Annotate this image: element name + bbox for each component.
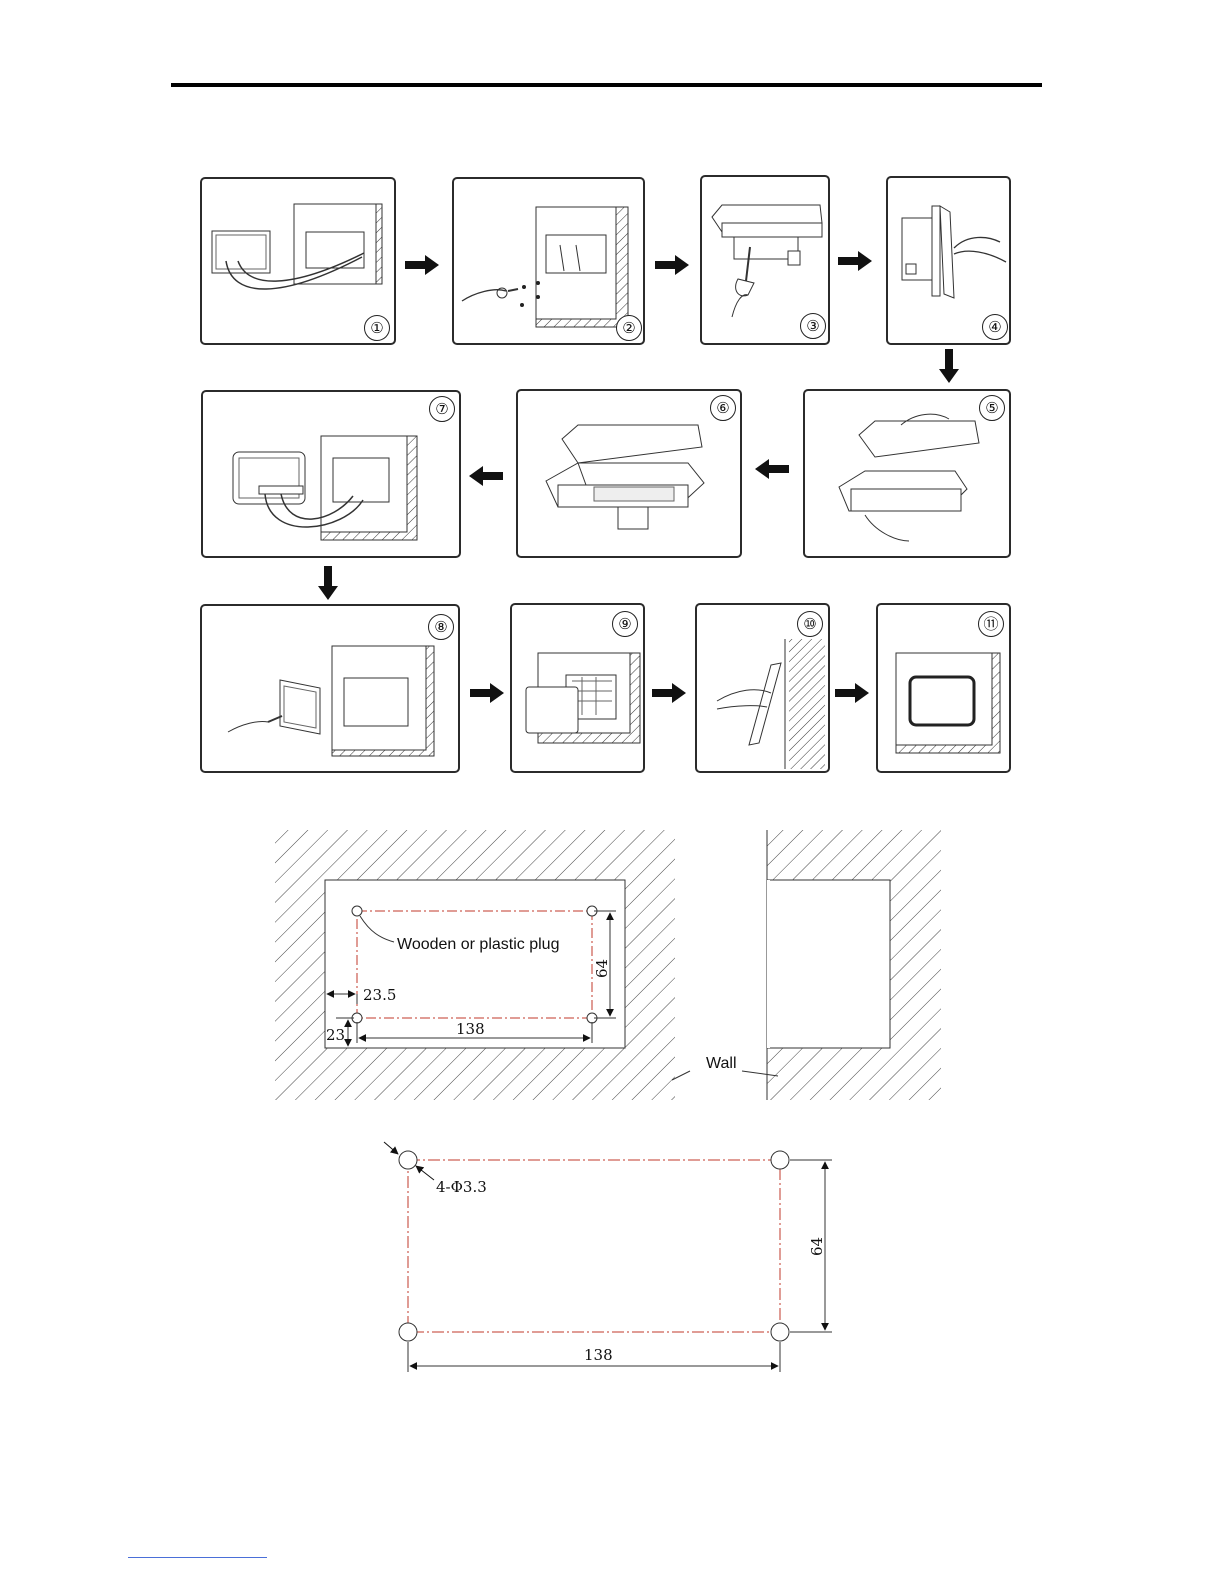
wall-label: Wall: [706, 1055, 737, 1072]
hole-spec-label: 4-Φ3.3: [436, 1178, 487, 1196]
step-5-panel: ⑤: [803, 389, 1011, 558]
step-6-illustration: [518, 391, 742, 558]
step-2-number: ②: [616, 315, 642, 341]
arrow-6-to-7: [469, 466, 503, 486]
step-6-number: ⑥: [710, 395, 736, 421]
step-10-panel: ⑩: [695, 603, 830, 773]
footnote-rule: [128, 1557, 267, 1558]
step-7-panel: ⑦: [201, 390, 461, 558]
step-7-illustration: [203, 392, 461, 558]
step-10-number: ⑩: [797, 611, 823, 637]
step-5-illustration: [805, 391, 1011, 558]
hole-dim-width-138: 138: [584, 1346, 613, 1364]
arrow-8-to-9: [470, 683, 504, 703]
step-2-illustration: [454, 179, 645, 345]
arrow-5-to-6: [755, 459, 789, 479]
arrow-4-to-5: [939, 349, 959, 383]
step-9-panel: ⑨: [510, 603, 645, 773]
mounting-hole: [771, 1151, 789, 1169]
mounting-hole: [399, 1151, 417, 1169]
step-8-panel: ⑧: [200, 604, 460, 773]
step-11-number: ⑪: [978, 611, 1004, 637]
step-7-number: ⑦: [429, 396, 455, 422]
dim-bottom-offset: 23: [326, 1026, 345, 1044]
dim-width-138: 138: [456, 1020, 485, 1038]
step-4-number: ④: [982, 314, 1008, 340]
dim-height-64: 64: [593, 959, 611, 978]
top-rule: [171, 83, 1042, 87]
step-2-panel: ②: [452, 177, 645, 345]
step-6-panel: ⑥: [516, 389, 742, 558]
wall-cutout-drawing: Wooden or plastic plug 64 138 23.5 23 Wa…: [270, 828, 950, 1103]
hole-pattern-drawing: 4-Φ3.3 64 138: [380, 1140, 840, 1380]
step-3-number: ③: [800, 313, 826, 339]
step-3-panel: ③: [700, 175, 830, 345]
step-5-number: ⑤: [979, 395, 1005, 421]
arrow-10-to-11: [835, 683, 869, 703]
step-8-illustration: [202, 606, 460, 773]
arrow-2-to-3: [655, 255, 689, 275]
arrow-3-to-4: [838, 251, 872, 271]
arrow-7-to-8: [318, 566, 338, 600]
step-1-panel: ①: [200, 177, 396, 345]
step-8-number: ⑧: [428, 614, 454, 640]
arrow-9-to-10: [652, 683, 686, 703]
dim-left-offset: 23.5: [363, 986, 396, 1004]
mounting-hole: [399, 1323, 417, 1341]
step-9-number: ⑨: [612, 611, 638, 637]
hole-dim-height-64: 64: [808, 1237, 826, 1256]
plug-hole: [352, 906, 362, 916]
arrow-1-to-2: [405, 255, 439, 275]
mounting-hole: [771, 1323, 789, 1341]
step-11-panel: ⑪: [876, 603, 1011, 773]
plug-label: Wooden or plastic plug: [397, 936, 559, 953]
step-1-number: ①: [364, 315, 390, 341]
wall-section-cavity: [768, 880, 890, 1048]
step-4-panel: ④: [886, 176, 1011, 345]
